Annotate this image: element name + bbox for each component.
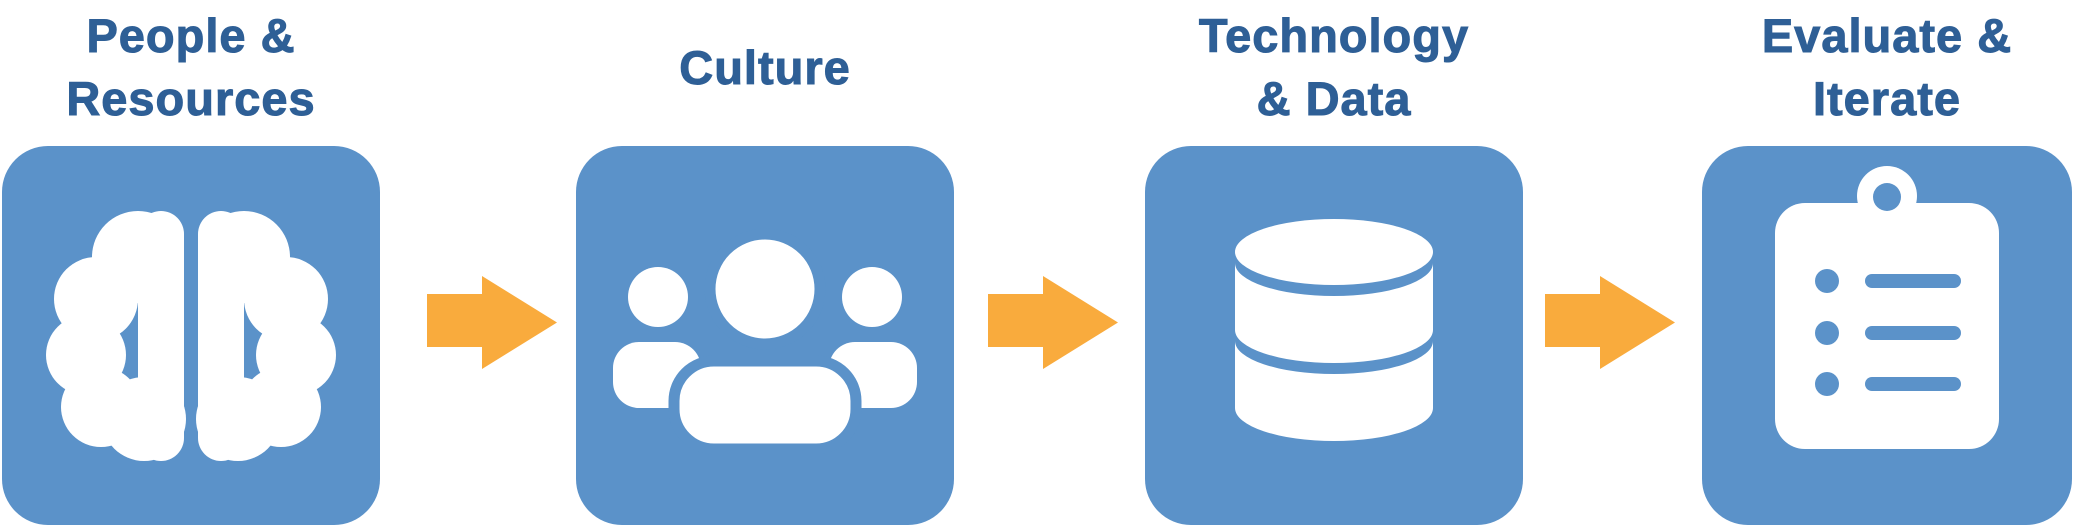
arrow-right-icon — [1545, 276, 1675, 369]
flow-arrow — [1545, 276, 1675, 369]
people-group-icon — [613, 228, 917, 454]
flow-arrow — [427, 276, 557, 369]
step-tile — [1145, 146, 1523, 525]
step-title: Culture — [679, 40, 851, 94]
step-panel-culture: Culture — [576, 0, 954, 525]
step-panel-technology-data: Technology & Data — [1145, 0, 1523, 525]
step-panel-evaluate-iterate: Evaluate & Iterate — [1702, 0, 2072, 525]
clipboard-checklist-icon — [1775, 165, 1999, 449]
step-tile — [576, 146, 954, 525]
arrow-right-icon — [427, 276, 557, 369]
step-tile — [1702, 146, 2072, 525]
step-title: Evaluate & Iterate — [1761, 9, 2013, 126]
brain-icon — [46, 210, 336, 461]
step-panel-people-resources: People & Resources — [2, 0, 380, 525]
flow-arrow — [988, 276, 1118, 369]
step-title: Technology & Data — [1198, 9, 1470, 126]
database-icon — [1235, 218, 1433, 441]
arrow-right-icon — [988, 276, 1118, 369]
step-tile — [2, 146, 380, 525]
step-title: People & Resources — [66, 9, 316, 126]
